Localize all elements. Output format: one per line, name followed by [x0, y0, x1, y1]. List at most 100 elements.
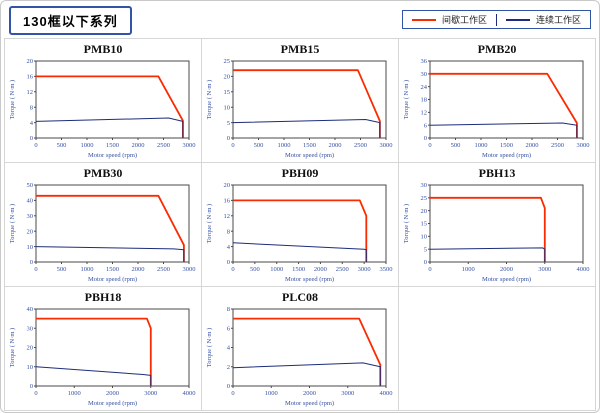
svg-text:16: 16 [224, 198, 231, 205]
svg-text:Motor speed (rpm): Motor speed (rpm) [285, 400, 334, 407]
svg-text:4: 4 [227, 244, 231, 251]
svg-text:Motor speed (rpm): Motor speed (rpm) [285, 276, 334, 283]
chart-title: PMB10 [83, 42, 123, 56]
svg-text:0: 0 [231, 266, 234, 273]
svg-text:20: 20 [27, 345, 34, 352]
svg-text:1500: 1500 [303, 142, 316, 149]
svg-text:8: 8 [227, 306, 230, 313]
svg-text:Torque ( N·m ): Torque ( N·m ) [206, 80, 213, 119]
chart-title: PBH13 [478, 166, 516, 180]
svg-text:12: 12 [224, 213, 231, 220]
svg-text:12: 12 [421, 110, 428, 117]
svg-text:0: 0 [231, 390, 234, 397]
legend: 间歇工作区 连续工作区 [401, 10, 591, 29]
svg-text:25: 25 [421, 195, 428, 202]
svg-text:Torque ( N·m ): Torque ( N·m ) [403, 80, 410, 119]
svg-text:4: 4 [227, 345, 231, 352]
svg-text:5: 5 [227, 120, 230, 127]
svg-text:0: 0 [428, 266, 431, 273]
svg-text:500: 500 [254, 142, 264, 149]
svg-text:15: 15 [421, 221, 428, 228]
svg-text:4000: 4000 [183, 390, 196, 397]
header: 130框以下系列 间歇工作区 连续工作区 [1, 1, 599, 38]
svg-text:2000: 2000 [314, 266, 327, 273]
chart-title: PBH18 [84, 290, 122, 304]
svg-text:3000: 3000 [380, 142, 393, 149]
svg-text:2500: 2500 [157, 266, 170, 273]
svg-text:1500: 1500 [106, 266, 119, 273]
svg-text:Torque ( N·m ): Torque ( N·m ) [206, 328, 213, 367]
svg-text:40: 40 [27, 198, 34, 205]
svg-text:1500: 1500 [292, 266, 305, 273]
svg-text:0: 0 [424, 135, 427, 142]
chart-title: PBH09 [281, 166, 319, 180]
svg-text:6: 6 [424, 122, 428, 129]
svg-text:8: 8 [227, 228, 230, 235]
intermittent-zone-line-icon [411, 18, 436, 21]
svg-text:500: 500 [57, 266, 67, 273]
svg-text:Torque ( N·m ): Torque ( N·m ) [403, 204, 410, 243]
svg-text:4000: 4000 [380, 390, 393, 397]
page-title: 130框以下系列 [9, 6, 132, 35]
svg-text:20: 20 [27, 58, 34, 65]
svg-text:20: 20 [224, 182, 231, 189]
svg-text:3000: 3000 [577, 142, 590, 149]
svg-text:0: 0 [231, 142, 234, 149]
chart-title: PMB15 [280, 42, 320, 56]
legend-label-intermittent: 间歇工作区 [441, 15, 487, 25]
svg-text:3000: 3000 [183, 142, 196, 149]
empty-cell [399, 287, 596, 411]
chart-title: PMB20 [477, 42, 517, 56]
svg-text:5: 5 [424, 246, 427, 253]
svg-text:1000: 1000 [265, 390, 278, 397]
svg-text:6: 6 [227, 325, 231, 332]
svg-text:1000: 1000 [475, 142, 488, 149]
svg-text:20: 20 [224, 74, 231, 81]
svg-text:24: 24 [421, 84, 428, 91]
svg-text:12: 12 [27, 89, 34, 96]
svg-text:Torque ( N·m ): Torque ( N·m ) [9, 328, 16, 367]
svg-text:Motor speed (rpm): Motor speed (rpm) [88, 400, 137, 407]
svg-text:0: 0 [34, 390, 37, 397]
svg-text:Motor speed (rpm): Motor speed (rpm) [88, 276, 137, 283]
svg-text:0: 0 [227, 259, 230, 266]
svg-text:10: 10 [27, 364, 34, 371]
svg-text:2000: 2000 [132, 266, 145, 273]
svg-text:0: 0 [227, 383, 230, 390]
svg-text:16: 16 [27, 74, 34, 81]
svg-text:30: 30 [27, 213, 34, 220]
svg-text:30: 30 [421, 182, 428, 189]
svg-text:1000: 1000 [81, 142, 94, 149]
svg-text:2000: 2000 [106, 390, 119, 397]
svg-text:20: 20 [27, 228, 34, 235]
svg-text:2000: 2000 [500, 266, 513, 273]
svg-text:0: 0 [428, 142, 431, 149]
svg-text:1000: 1000 [81, 266, 94, 273]
svg-text:10: 10 [27, 244, 34, 251]
svg-text:Motor speed (rpm): Motor speed (rpm) [482, 152, 531, 159]
svg-text:30: 30 [27, 325, 34, 332]
svg-text:1000: 1000 [68, 390, 81, 397]
svg-text:10: 10 [224, 104, 231, 111]
svg-text:8: 8 [30, 104, 33, 111]
svg-text:18: 18 [421, 97, 428, 104]
svg-text:1000: 1000 [462, 266, 475, 273]
svg-text:0: 0 [34, 142, 37, 149]
svg-text:2000: 2000 [303, 390, 316, 397]
svg-text:25: 25 [224, 58, 231, 65]
svg-text:2000: 2000 [526, 142, 539, 149]
svg-text:0: 0 [34, 266, 37, 273]
legend-divider [495, 13, 497, 26]
